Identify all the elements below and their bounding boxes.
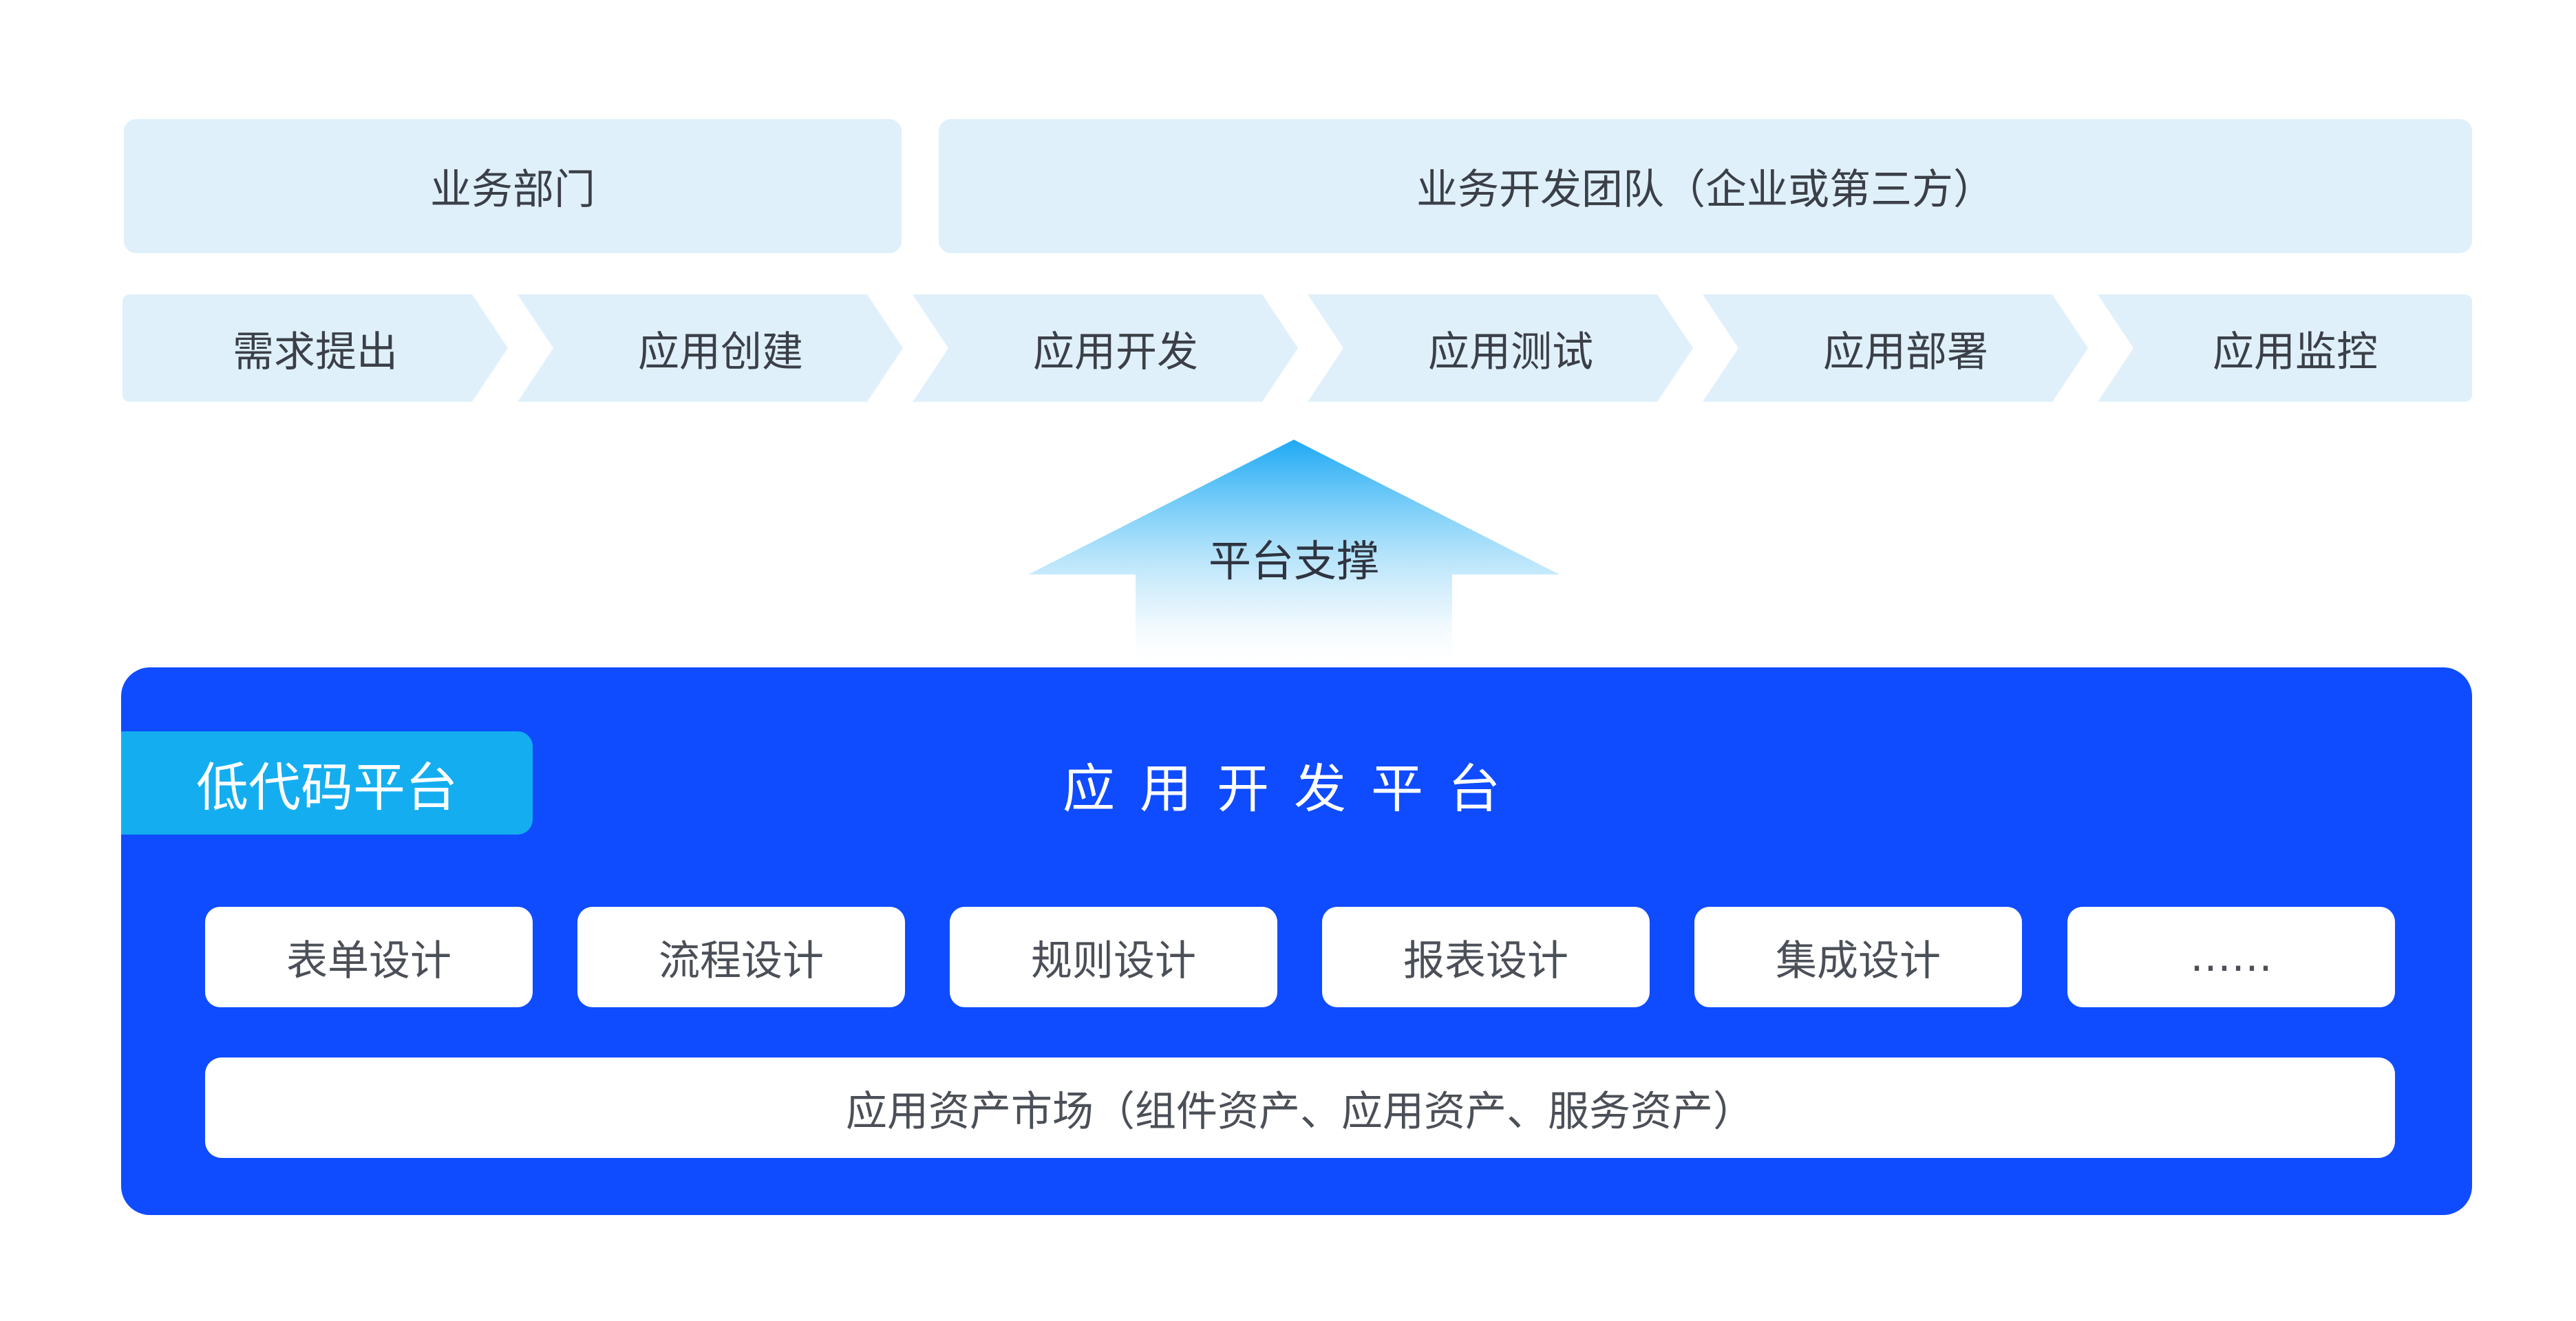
dev-team-label: 业务开发团队（企业或第三方）	[1416, 166, 1994, 214]
tool-form-design: 表单设计	[205, 907, 533, 1007]
tool-label: 报表设计	[1403, 936, 1568, 985]
stage-deploy: 应用部署	[1703, 294, 2088, 402]
stage-label: 应用部署	[1823, 327, 1988, 376]
tool-label: 集成设计	[1776, 936, 1941, 985]
stage-label: 需求提出	[233, 327, 398, 376]
business-dept-label: 业务部门	[430, 166, 595, 214]
tool-integration-design: 集成设计	[1694, 907, 2022, 1007]
lowcode-tag-label: 低代码平台	[196, 757, 458, 818]
stage-label: 应用创建	[638, 327, 803, 376]
business-dept-box: 业务部门	[124, 119, 902, 253]
platform-title: 应用开发平台	[1063, 758, 1525, 819]
tool-process-design: 流程设计	[577, 907, 905, 1007]
stage-label: 应用测试	[1428, 327, 1593, 376]
stage-requirement: 需求提出	[123, 294, 508, 402]
dev-team-box: 业务开发团队（企业或第三方）	[939, 119, 2472, 253]
support-arrow-icon	[1028, 440, 1560, 671]
stage-label: 应用监控	[2213, 327, 2378, 376]
arrow-label: 平台支撑	[1208, 536, 1379, 586]
stage-create: 应用创建	[518, 294, 903, 402]
tool-label: 规则设计	[1031, 936, 1196, 985]
tool-label: 表单设计	[286, 936, 451, 985]
stage-label: 应用开发	[1033, 327, 1198, 376]
asset-market: 应用资产市场（组件资产、应用资产、服务资产）	[205, 1057, 2395, 1158]
tool-rule-design: 规则设计	[950, 907, 1277, 1007]
stage-monitor: 应用监控	[2098, 294, 2472, 402]
tool-label: 流程设计	[659, 936, 824, 985]
asset-market-label: 应用资产市场（组件资产、应用资产、服务资产）	[846, 1087, 1754, 1136]
lowcode-tag: 低代码平台	[121, 731, 533, 835]
tool-report-design: 报表设计	[1322, 907, 1650, 1007]
tool-label: ……	[2190, 933, 2272, 981]
stage-develop: 应用开发	[913, 294, 1298, 402]
stage-test: 应用测试	[1308, 294, 1693, 402]
tool-more: ……	[2067, 907, 2395, 1007]
